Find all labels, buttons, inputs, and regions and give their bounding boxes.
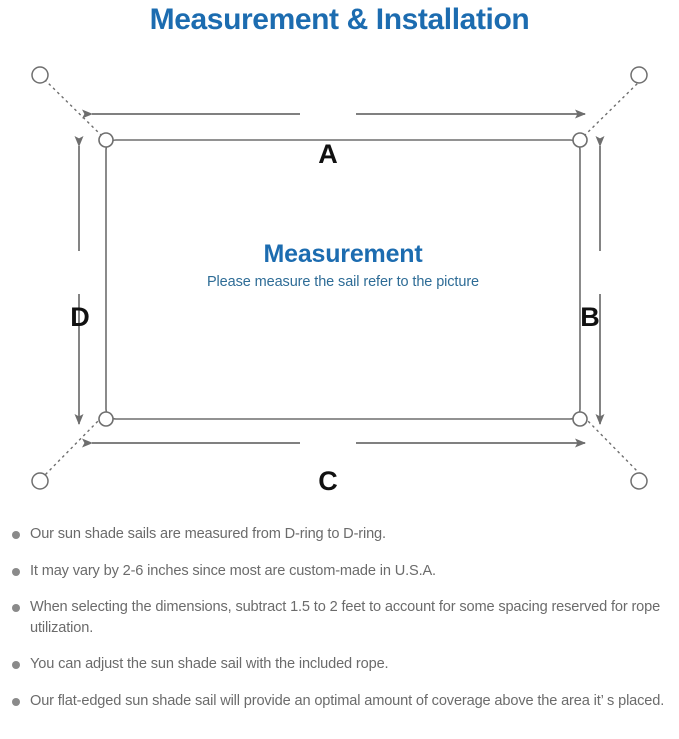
sail-diagram: A B C D Measurement Please measure the s… (0, 44, 679, 514)
bullet-icon (12, 604, 20, 612)
bullet-icon (12, 531, 20, 539)
note-text: You can adjust the sun shade sail with t… (30, 656, 389, 672)
anchor-circle-bottom-left (31, 472, 49, 490)
d-ring-bottom-right (572, 411, 588, 427)
corner-d-rings (98, 132, 588, 427)
list-item: You can adjust the sun shade sail with t… (0, 654, 679, 675)
bullet-icon (12, 567, 20, 576)
note-text: When selecting the dimensions, subtract … (30, 599, 661, 636)
anchor-rope-lines (43, 78, 643, 477)
bullet-icon (12, 661, 20, 669)
anchor-rope-top-right (583, 78, 643, 137)
d-ring-top-right (572, 132, 588, 148)
bullet-icon (12, 697, 20, 706)
anchor-circle-top-right (630, 66, 648, 84)
dimension-label-c: C (318, 466, 338, 496)
dimension-label-a: A (318, 139, 338, 169)
d-ring-bottom-left (98, 411, 114, 427)
page-title: Measurement & Installation (149, 3, 530, 36)
list-item: Our flat-edged sun shade sail will provi… (0, 691, 679, 712)
note-text: Our sun shade sails are measured from D-… (30, 526, 386, 542)
list-item: When selecting the dimensions, subtract … (0, 597, 679, 638)
note-text: Our flat-edged sun shade sail will provi… (30, 692, 665, 709)
anchor-rope-top-left (43, 78, 103, 137)
anchor-circle-bottom-right (630, 472, 648, 490)
anchor-rope-bottom-left (43, 416, 103, 477)
anchor-rope-bottom-right (583, 416, 643, 477)
d-ring-top-left (98, 132, 114, 148)
list-item: It may vary by 2-6 inches since most are… (0, 561, 679, 582)
notes-list: Our sun shade sails are measured from D-… (0, 524, 679, 727)
dimension-label-d: D (70, 302, 90, 332)
note-text: It may vary by 2-6 inches since most are… (30, 562, 436, 579)
sail-diagram-svg (31, 66, 648, 490)
sail-rectangle (105, 139, 581, 420)
dimension-label-b: B (580, 302, 600, 332)
list-item: Our sun shade sails are measured from D-… (0, 524, 679, 545)
anchor-circle-top-left (31, 66, 49, 84)
anchor-circles (31, 66, 648, 490)
